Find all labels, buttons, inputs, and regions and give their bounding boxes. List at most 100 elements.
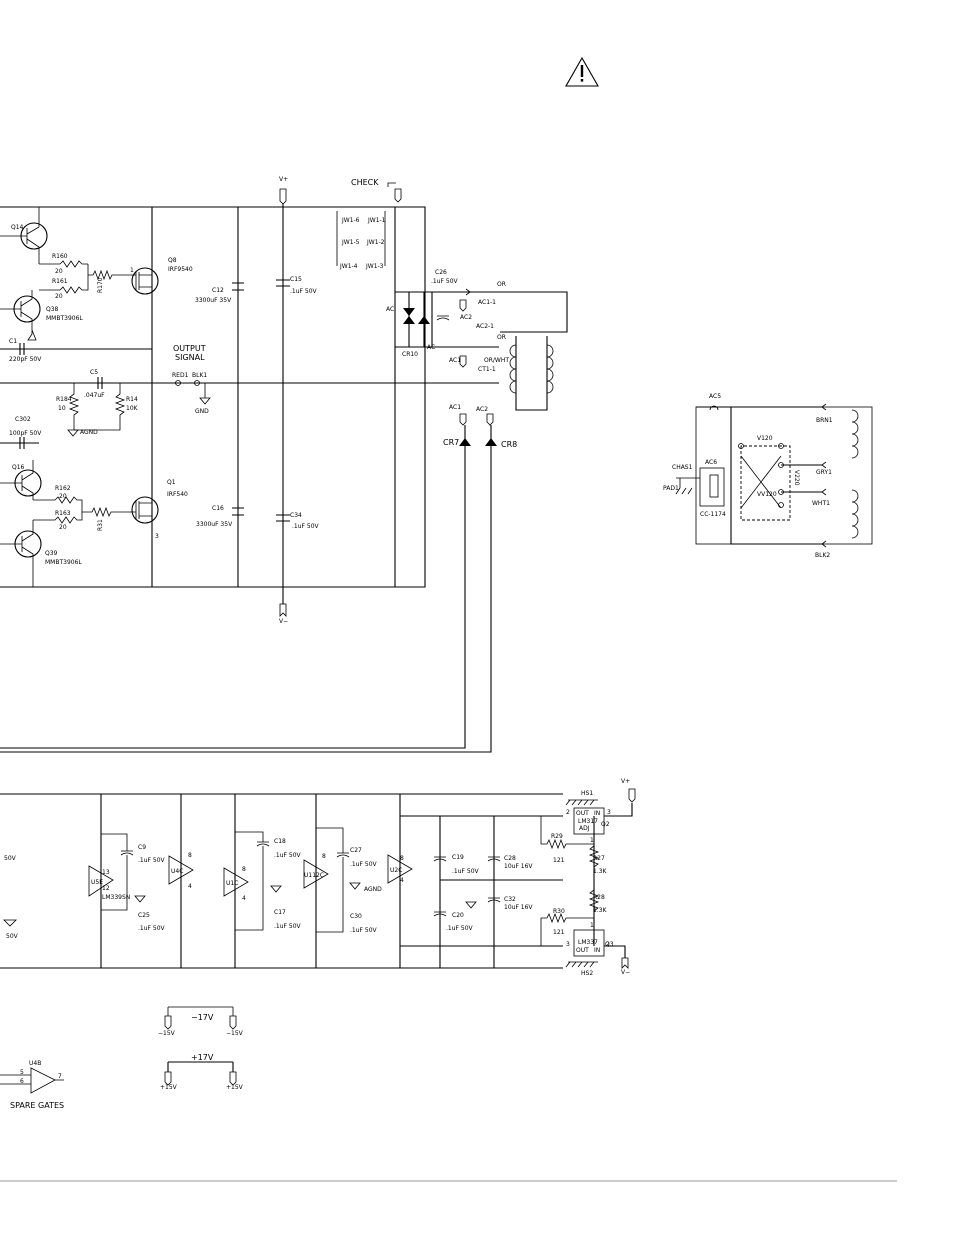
c32-label: C32 bbox=[504, 896, 516, 903]
v220-label: V220 bbox=[793, 470, 800, 486]
c12-label: C12 bbox=[212, 287, 224, 294]
r184-label: R184 bbox=[56, 396, 72, 403]
ac-label-1: AC bbox=[386, 306, 394, 313]
c17-label: C17 bbox=[274, 909, 286, 916]
lm337-out: OUT bbox=[576, 947, 589, 954]
pad1-label: PAD1 bbox=[663, 485, 679, 492]
q8-label: Q8 bbox=[168, 257, 177, 264]
v120-label: V120 bbox=[757, 435, 773, 442]
c12-value: 3300uF 35V bbox=[195, 297, 232, 304]
vplus-label: V+ bbox=[279, 176, 288, 183]
jumper-jw1-2: JW1-2 bbox=[366, 239, 385, 246]
c30-value: .1uF 50V bbox=[350, 927, 378, 934]
neg17-label: −17V bbox=[191, 1013, 214, 1022]
or-label-1: OR bbox=[497, 281, 506, 288]
q39-label: Q39 bbox=[45, 550, 58, 557]
q14-transistor bbox=[0, 207, 48, 264]
lm317-label: LM317 bbox=[578, 818, 598, 825]
ps-vplus-label: V+ bbox=[621, 778, 630, 785]
ac11-label: AC1-1 bbox=[478, 299, 496, 306]
c9-label: C9 bbox=[138, 844, 146, 851]
vminus-connector: V− bbox=[279, 587, 288, 625]
m15b-label: −15V bbox=[226, 1030, 244, 1037]
c302-value: 100pF 50V bbox=[9, 430, 42, 437]
lm317-regulator bbox=[573, 807, 605, 835]
c27-value: .1uF 50V bbox=[350, 861, 378, 868]
u4b-label: U4B bbox=[29, 1060, 41, 1067]
u4b-pin7: 7 bbox=[58, 1073, 62, 1080]
c25-label: C25 bbox=[138, 912, 150, 919]
u4b-pin6: 6 bbox=[20, 1078, 24, 1085]
cr8-label: CR8 bbox=[501, 440, 517, 449]
cc1174-label: CC-1174 bbox=[700, 511, 726, 518]
r162-value: 20 bbox=[59, 493, 67, 500]
ac-label-2: AC bbox=[427, 344, 435, 351]
ps-vminus-label: V− bbox=[621, 969, 630, 976]
c26-label: C26 bbox=[435, 269, 447, 276]
lm337-pin2: 2 bbox=[606, 941, 610, 948]
r30-label: R30 bbox=[553, 908, 565, 915]
u2c-pin8: 8 bbox=[400, 855, 404, 862]
r31-label: R31 bbox=[97, 519, 104, 531]
c16-label: C16 bbox=[212, 505, 224, 512]
red1-label: RED1 bbox=[172, 372, 189, 379]
r14-label: R14 bbox=[126, 396, 138, 403]
chas1-label: CHAS1 bbox=[672, 464, 693, 471]
lm317-out: OUT bbox=[576, 810, 589, 817]
u2c-pin4: 4 bbox=[400, 877, 404, 884]
ac1-label-low: AC1 bbox=[449, 404, 461, 411]
jumper-jw1-1: JW1-1 bbox=[367, 217, 386, 224]
gry-label: GRY1 bbox=[816, 469, 832, 476]
wht-label: WHT1 bbox=[812, 500, 830, 507]
r29-value: 121 bbox=[553, 857, 565, 864]
jumper-jw1-6: JW1-6 bbox=[341, 217, 360, 224]
c5-value: .047uF bbox=[84, 392, 105, 399]
m15a-label: −15V bbox=[158, 1030, 176, 1037]
r163-label: R163 bbox=[55, 510, 71, 517]
hs2-label: HS2 bbox=[581, 970, 593, 977]
u112c-pin8: 8 bbox=[322, 853, 326, 860]
lm337-label: LM337 bbox=[578, 939, 598, 946]
lm337-pin1: 1 bbox=[590, 922, 594, 929]
u2c-comparator bbox=[387, 854, 413, 884]
c302-label: C302 bbox=[15, 416, 31, 423]
c18-value: .1uF 50V bbox=[274, 852, 302, 859]
u5e-label: U5E bbox=[91, 879, 103, 886]
gnd-label: GND bbox=[195, 408, 209, 415]
blk1-label: BLK1 bbox=[192, 372, 207, 379]
ac21-label: AC2-1 bbox=[476, 323, 494, 330]
u1c-pin4: 4 bbox=[242, 895, 246, 902]
q8-part: IRF9540 bbox=[168, 266, 193, 273]
c25-value: .1uF 50V bbox=[138, 925, 166, 932]
r28-value: 1.3K bbox=[593, 907, 608, 914]
or-label-2: OR bbox=[497, 334, 506, 341]
q39-part: MMBT3906L bbox=[45, 559, 82, 566]
jumper-jw1-5: JW1-5 bbox=[341, 239, 360, 246]
u5e-part: LM339SN bbox=[102, 894, 130, 901]
c26-value: .1uF 50V bbox=[431, 278, 459, 285]
r29-label: R29 bbox=[551, 833, 563, 840]
amplifier-section: V+ V− Q14 R160 20 R161 20 R170 1 Q8 IRF9… bbox=[0, 176, 568, 753]
rail-jumpers: −17V −15V −15V +17V +15V +15V bbox=[158, 1006, 244, 1091]
c34-label: C34 bbox=[290, 512, 302, 519]
agnd-label-ps: AGND bbox=[364, 886, 382, 893]
r162-label: R162 bbox=[55, 485, 71, 492]
cleft2-value: 50V bbox=[6, 933, 19, 940]
q14-label: Q14 bbox=[11, 224, 24, 231]
q1-mosfet bbox=[130, 496, 159, 524]
u1c-pin8: 8 bbox=[242, 866, 246, 873]
lm317-adj: ADJ bbox=[579, 825, 590, 832]
u4b-pin5: 5 bbox=[20, 1069, 24, 1076]
r170-label: R170 bbox=[97, 277, 104, 293]
c9-value: .1uF 50V bbox=[138, 857, 166, 864]
q8-mosfet bbox=[128, 207, 159, 300]
c34-value: .1uF 50V bbox=[292, 523, 320, 530]
q1-pin3: 3 bbox=[155, 533, 159, 540]
u112c-comparator bbox=[303, 859, 329, 889]
u112c-label: U112C bbox=[304, 872, 324, 879]
u5e-pin13: 13 bbox=[102, 869, 110, 876]
lm317-pin2: 2 bbox=[566, 809, 570, 816]
u1c-comparator bbox=[223, 867, 249, 897]
c32-value: 10uF 16V bbox=[504, 904, 533, 911]
